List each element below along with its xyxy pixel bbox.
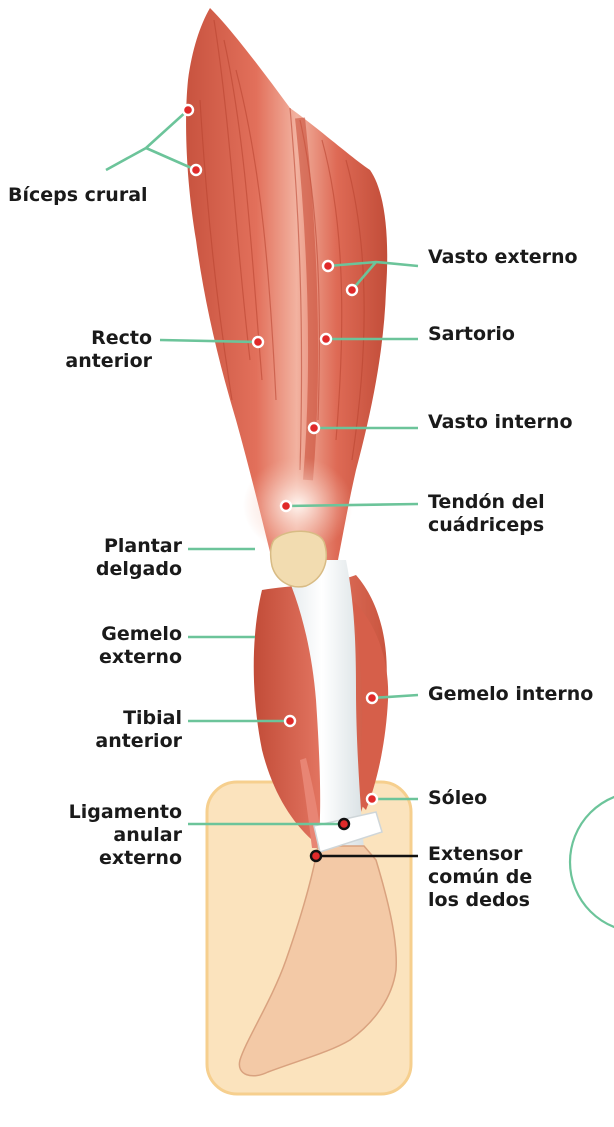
label-gemelo-externo-line1: Gemelo xyxy=(60,623,182,646)
pin-sartorio xyxy=(321,334,331,344)
label-sartorio: Sartorio xyxy=(428,323,515,346)
label-soleo: Sóleo xyxy=(428,787,487,810)
pin-tendon-cuadriceps xyxy=(281,501,291,511)
label-ligamento-anular-line3: externo xyxy=(30,847,182,870)
label-plantar-delgado: Plantar delgado xyxy=(60,535,182,581)
label-tendon-cuadriceps-line2: cuádriceps xyxy=(428,514,545,537)
label-gemelo-externo: Gemelo externo xyxy=(60,623,182,669)
label-vasto-externo: Vasto externo xyxy=(428,246,578,269)
pin-vasto-interno xyxy=(309,423,319,433)
label-tendon-cuadriceps-line1: Tendón del xyxy=(428,491,545,514)
label-extensor-comun-line3: los dedos xyxy=(428,889,532,912)
label-biceps-crural: Bíceps crural xyxy=(8,184,148,207)
label-tibial-anterior-line2: anterior xyxy=(60,730,182,753)
pin-gemelo-interno xyxy=(367,693,377,703)
decorative-circle xyxy=(570,792,614,932)
label-ligamento-anular-line2: anular xyxy=(30,824,182,847)
label-tibial-anterior: Tibial anterior xyxy=(60,707,182,753)
label-gemelo-interno: Gemelo interno xyxy=(428,683,593,706)
pin-recto-anterior xyxy=(253,337,263,347)
label-gemelo-externo-line2: externo xyxy=(60,646,182,669)
label-recto-anterior: Recto anterior xyxy=(60,327,152,373)
pin-vasto-externo-2 xyxy=(347,285,357,295)
label-extensor-comun-line1: Extensor xyxy=(428,843,532,866)
label-recto-anterior-line1: Recto xyxy=(60,327,152,350)
label-tibial-anterior-line1: Tibial xyxy=(60,707,182,730)
pin-extensor-comun xyxy=(311,851,321,861)
pin-ligamento-anular xyxy=(339,819,349,829)
pin-soleo xyxy=(367,794,377,804)
label-ligamento-anular-line1: Ligamento xyxy=(30,801,182,824)
label-vasto-interno: Vasto interno xyxy=(428,411,573,434)
pin-biceps-1 xyxy=(183,105,193,115)
label-tendon-cuadriceps: Tendón del cuádriceps xyxy=(428,491,545,537)
pin-vasto-externo-1 xyxy=(323,261,333,271)
label-ligamento-anular: Ligamento anular externo xyxy=(30,801,182,870)
label-extensor-comun-line2: común de xyxy=(428,866,532,889)
label-plantar-delgado-line2: delgado xyxy=(60,558,182,581)
patella xyxy=(271,531,327,587)
label-recto-anterior-line2: anterior xyxy=(60,350,152,373)
leader-biceps-crural xyxy=(106,110,196,170)
pin-biceps-2 xyxy=(191,165,201,175)
label-extensor-comun: Extensor común de los dedos xyxy=(428,843,532,912)
label-plantar-delgado-line1: Plantar xyxy=(60,535,182,558)
pin-tibial-anterior xyxy=(285,716,295,726)
